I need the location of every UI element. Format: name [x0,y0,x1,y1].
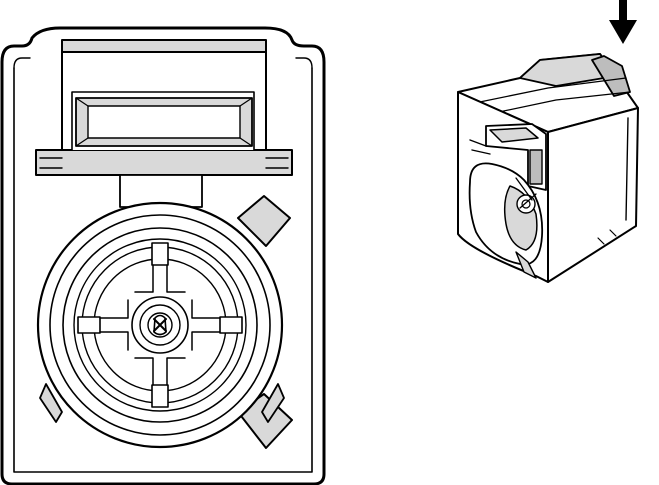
key-tab-upper [237,195,291,247]
connector-isometric-view [457,53,639,283]
socket-ring-2 [49,214,271,436]
iso-terminal-pin [521,199,531,209]
flange-left [39,383,63,423]
housing-inner-outline [13,67,313,473]
terminal-pin-body [153,314,167,336]
arrow-down-icon [609,0,637,44]
terminal-ring-mid [139,304,181,346]
socket-cross-ribs [77,242,243,408]
latch-release-tab-inner [87,105,241,139]
connector-front-view [0,26,326,485]
iso-latch-slot [529,149,543,185]
terminal-ring-inner [147,312,173,338]
iso-right-face [547,107,639,283]
iso-latch-window [489,127,539,143]
latch-step-right [265,157,289,169]
terminal-pin [153,318,167,332]
flange-right [261,383,285,423]
socket-ring-3 [62,227,258,423]
housing-rim [13,57,313,69]
iso-latch-top-tab [591,55,631,97]
latch-step-left [39,157,63,169]
socket-ring-4 [73,238,247,412]
iso-key-tab [515,251,537,279]
